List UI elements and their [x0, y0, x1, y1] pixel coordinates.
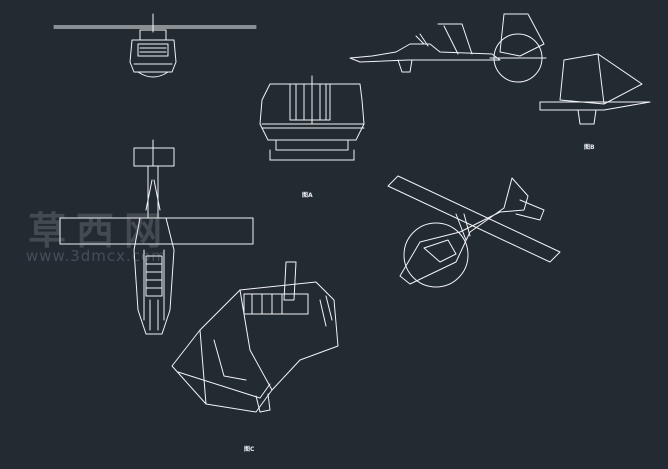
side-view: [349, 13, 547, 83]
watermark-url: www.3dmcx.com: [26, 247, 167, 265]
view-label-c: 图C: [244, 446, 255, 453]
tail-detail-view: [539, 53, 651, 125]
isometric-cockpit-view: [171, 261, 339, 413]
watermark-chinese: 草西网: [28, 208, 173, 253]
isometric-flying-view: [387, 175, 561, 288]
view-label-a: 图A: [302, 192, 313, 199]
top-view: [59, 139, 254, 335]
view-label-b: 图B: [584, 144, 595, 151]
front-view: [53, 13, 257, 78]
rear-detail-view: [259, 75, 365, 161]
